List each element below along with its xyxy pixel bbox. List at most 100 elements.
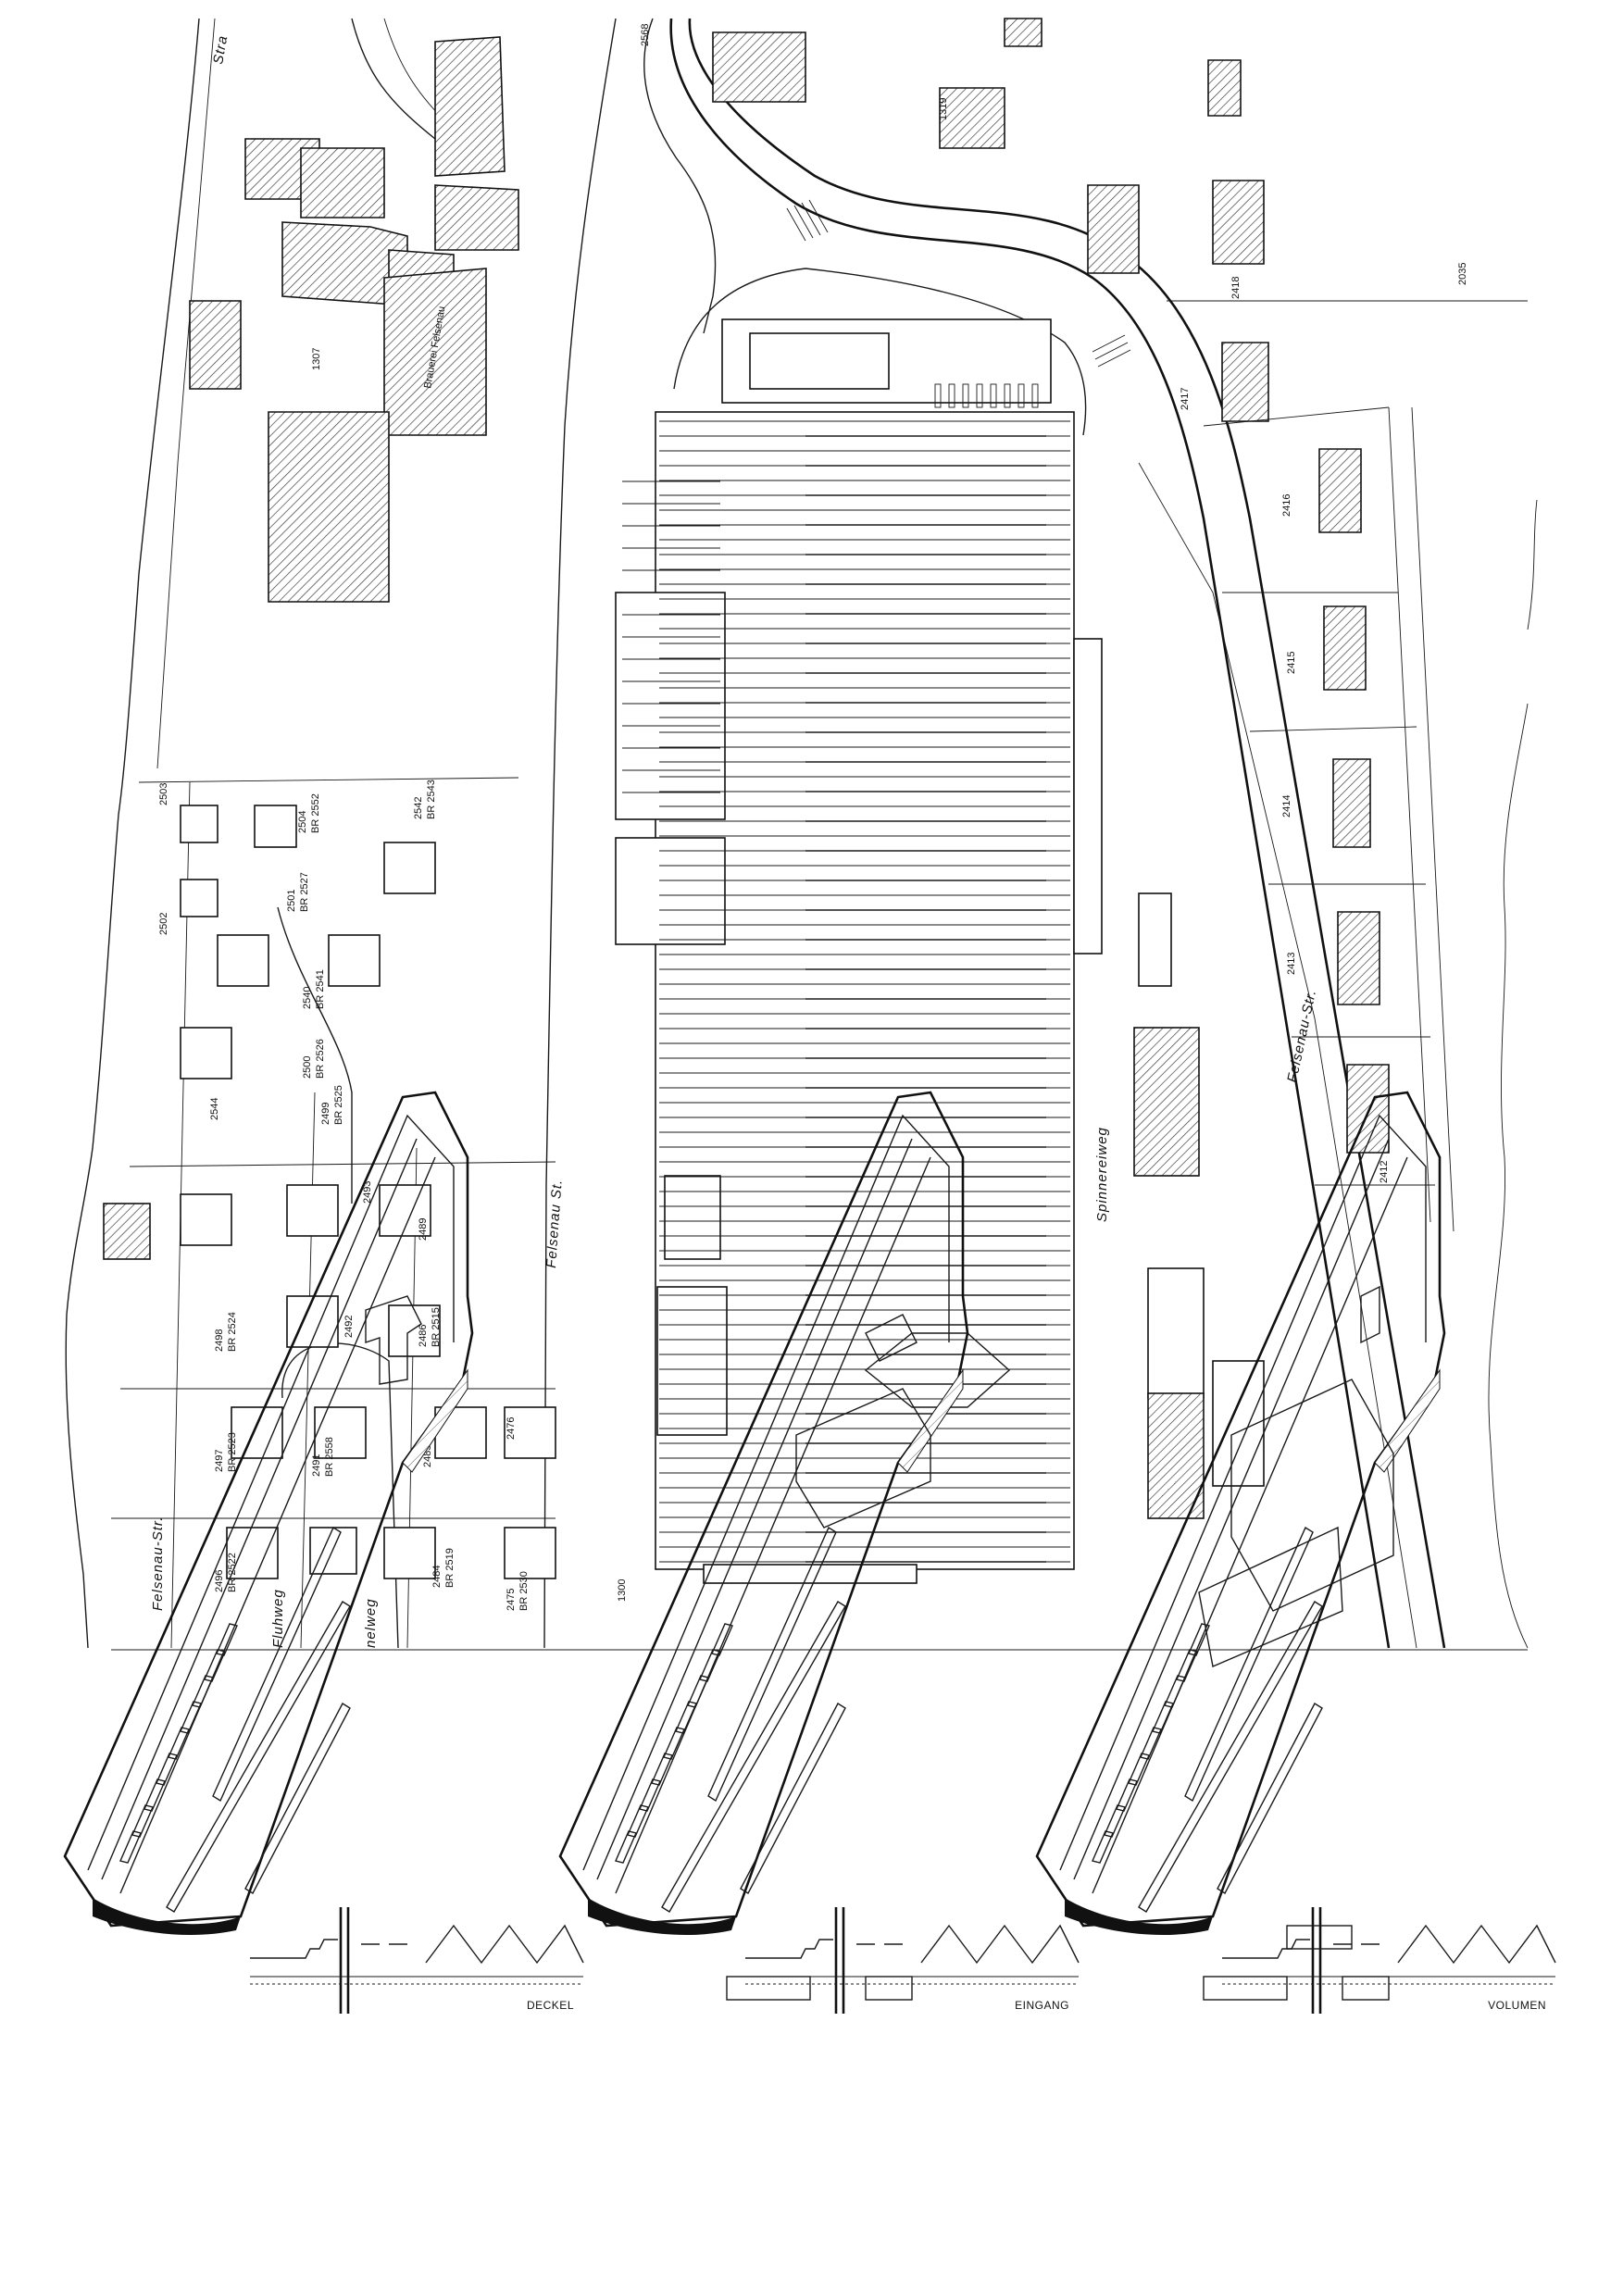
parcel-west-2492: 2492	[343, 1316, 355, 1338]
east-riverbank-2	[1527, 499, 1538, 630]
upper-left-road	[351, 18, 436, 140]
axo-study-1: DECKEL	[63, 1091, 584, 2014]
sawtooth-roof-lines	[622, 420, 1070, 1563]
parcel-west-br-2497: BR 2523	[227, 1432, 238, 1472]
factory-east-strip	[1073, 638, 1103, 955]
axo-side-shadow	[897, 1368, 964, 1473]
axo-side-shadow	[1374, 1368, 1441, 1473]
axo-label-volumen: VOLUMEN	[1488, 1999, 1546, 2012]
block-north-2	[1004, 18, 1042, 47]
axo-fin	[1188, 1623, 1210, 1656]
parcel-east-2412: 2412	[1379, 1161, 1390, 1183]
parcel-west-2503: 2503	[158, 783, 169, 805]
axo-volumen-box	[1230, 1379, 1394, 1612]
section-diagram-3	[1203, 1907, 1556, 2014]
factory-head-block	[749, 332, 890, 390]
factory-west-block	[656, 1286, 728, 1436]
parcel-west-br-2475: BR 2530	[518, 1571, 530, 1611]
axo-eingang-box	[795, 1388, 931, 1529]
block-1319	[939, 87, 1005, 149]
parcel-west-2498: 2498	[214, 1329, 225, 1352]
parcel-east-2035: 2035	[1457, 263, 1468, 285]
felsenau-central-road-west	[543, 18, 617, 1649]
axo-slab	[63, 1091, 474, 1928]
spinnereiweg-buildings	[1133, 892, 1265, 1519]
section-diagram-1	[250, 1907, 584, 2014]
parcel-misc-1300: 1300	[617, 1579, 628, 1602]
parcel-west-2489: 2489	[418, 1218, 429, 1241]
street-felsenau-west-label: Felsenau-Str.	[150, 1516, 166, 1611]
parcel-west-br-2500: BR 2526	[315, 1039, 326, 1079]
factory-south-edge	[703, 1564, 918, 1584]
parcel-west-2491: 2491	[311, 1454, 322, 1477]
east-parcel-lines	[1167, 300, 1528, 1232]
axo-slab	[558, 1091, 969, 1928]
road-median	[1138, 462, 1417, 1649]
section-diagram-2	[726, 1907, 1080, 2014]
parcel-east-2413: 2413	[1286, 953, 1297, 975]
crosswalk-north	[786, 199, 1131, 368]
street-fluhweg-label: Fluhweg	[270, 1589, 286, 1648]
parcel-west-2540: 2540	[302, 987, 313, 1009]
axo-fin	[216, 1623, 238, 1656]
street-neuweg-label: nelweg	[363, 1598, 379, 1648]
axo-base-shadow	[93, 1898, 241, 1935]
parcel-east-2415: 2415	[1286, 652, 1297, 674]
factory-west-stair	[664, 1175, 721, 1260]
axo-study-3: VOLUMEN	[1035, 1091, 1556, 2014]
parcel-west-br-2499: BR 2525	[333, 1085, 344, 1125]
street-felsenau-central-label: Felsenau St.	[543, 1179, 566, 1268]
east-row-houses	[1087, 59, 1390, 1154]
parcel-west-br-2540: BR 2541	[315, 969, 326, 1009]
parcel-west-br-2491: BR 2558	[324, 1437, 335, 1477]
west-terrain-edge	[65, 18, 200, 1649]
parcel-east-2418: 2418	[1230, 277, 1242, 299]
felsenau-central-road-east	[643, 18, 717, 334]
parcel-west-2493: 2493	[362, 1181, 373, 1204]
street-felsenau-east-label: Felsenau-Str.	[1284, 988, 1319, 1084]
west-terrain-edge-2	[156, 18, 216, 769]
parcel-misc-1307: 1307	[311, 348, 322, 370]
parcel-west-2499: 2499	[320, 1103, 331, 1125]
site-plan: Stra Felsenau-Str. Fluhweg nelweg Felsen…	[65, 18, 1538, 1651]
axo-base-shadow	[588, 1898, 736, 1935]
axo-label-deckel: DECKEL	[527, 1999, 574, 2012]
parcel-west-2501: 2501	[286, 890, 297, 912]
west-housing-estate	[103, 777, 556, 1649]
east-riverbank	[1488, 703, 1529, 1649]
axo-fin	[711, 1623, 733, 1656]
parcel-west-2497: 2497	[214, 1450, 225, 1472]
parcel-west-2486: 2486	[418, 1325, 429, 1347]
street-stra-label: Stra	[210, 34, 231, 66]
parcel-east-2414: 2414	[1281, 795, 1292, 817]
factory-west-wing	[615, 592, 726, 820]
parcel-west-2502: 2502	[158, 913, 169, 935]
parcel-west-br-2542: BR 2543	[426, 780, 437, 819]
factory-west-annex	[615, 837, 726, 945]
parcel-west-br-2501: BR 2527	[299, 872, 310, 912]
parcel-east-2417: 2417	[1180, 388, 1191, 410]
parcel-west-2500: 2500	[302, 1056, 313, 1079]
factory-head-vents	[934, 383, 1039, 408]
block-north-1	[712, 31, 806, 103]
parcel-west-2496: 2496	[214, 1570, 225, 1592]
parcel-west-br-2504: BR 2552	[310, 793, 321, 833]
parcel-west-2484: 2484	[431, 1566, 443, 1588]
axo-slab	[1035, 1091, 1446, 1928]
factory-forecourt-edge	[673, 268, 1087, 436]
parcel-west-2544: 2544	[209, 1098, 220, 1120]
axo-study-2: EINGANG	[558, 1091, 1080, 2014]
parcel-west-br-2498: BR 2524	[227, 1312, 238, 1352]
parcel-misc-2568: 2568	[640, 24, 651, 46]
parcel-east-2416: 2416	[1281, 494, 1292, 517]
parcel-west-br-2486: BR 2515	[431, 1307, 442, 1347]
axo-eingang-element	[865, 1314, 918, 1362]
parcel-misc-1319: 1319	[938, 98, 949, 120]
axo-deckel-element	[365, 1295, 422, 1385]
axo-volumen-slot	[1360, 1285, 1380, 1344]
parcel-west-2504: 2504	[297, 811, 308, 833]
parcel-west-br-2484: BR 2519	[444, 1548, 456, 1588]
main-curve-road-outer	[669, 18, 1391, 1649]
